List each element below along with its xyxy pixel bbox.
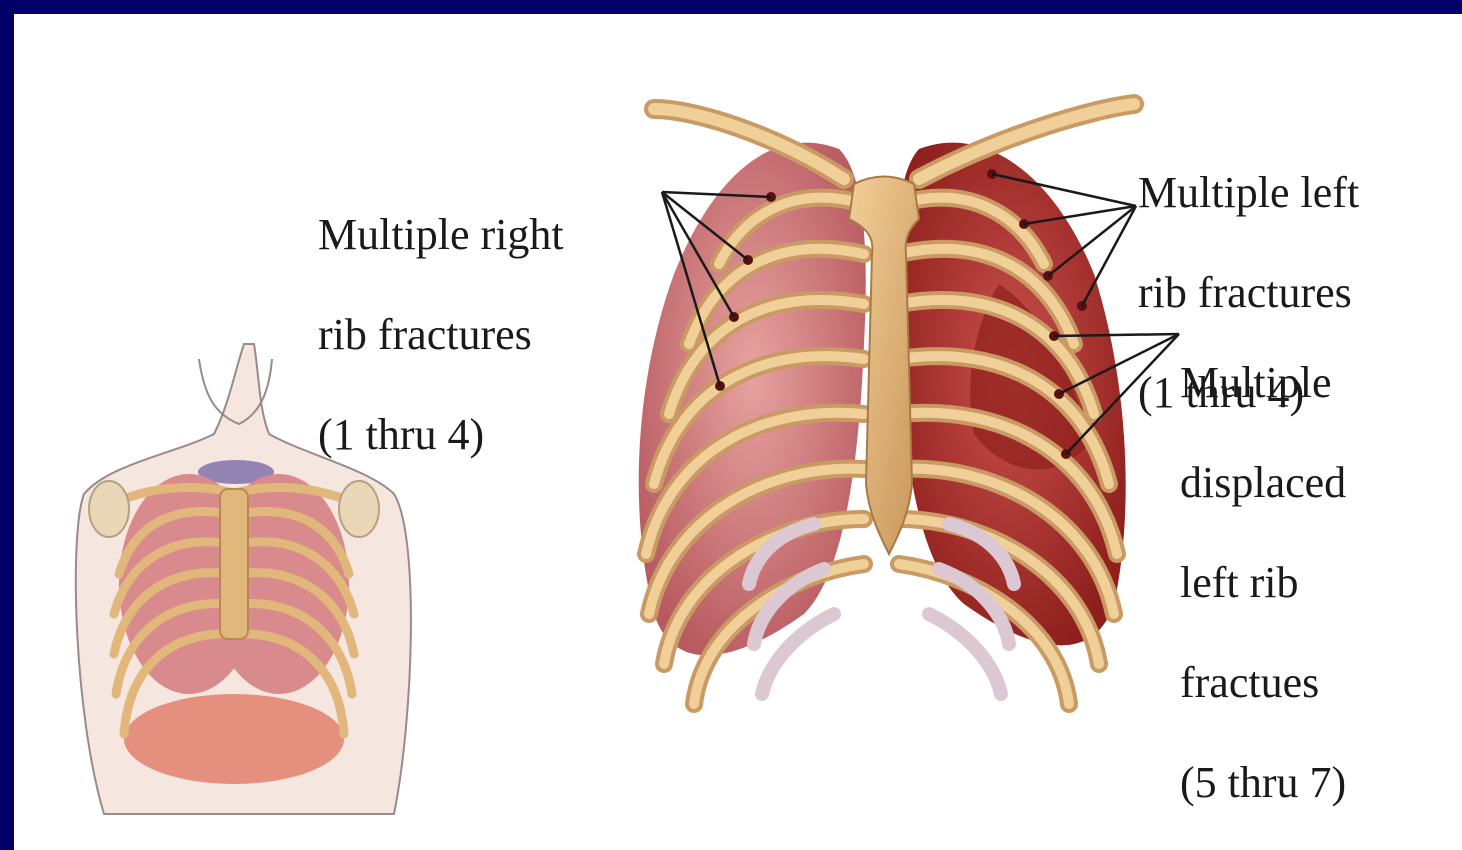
label-right-line-2: rib fractures — [318, 310, 564, 360]
label-displaced-line-2: displaced — [1180, 458, 1346, 508]
rib-cage-closeup — [639, 104, 1179, 704]
label-right-rib-fractures: Multiple right rib fractures (1 thru 4) — [318, 160, 564, 510]
label-displaced-line-4: fractues — [1180, 658, 1346, 708]
illustration-panel: Multiple right rib fractures (1 thru 4) … — [14, 14, 1462, 850]
label-displaced-line-3: left rib — [1180, 558, 1346, 608]
label-displaced-line-1: Multiple — [1180, 358, 1346, 408]
label-right-line-3: (1 thru 4) — [318, 410, 564, 460]
label-left-line-1: Multiple left — [1138, 168, 1359, 218]
label-right-line-1: Multiple right — [318, 210, 564, 260]
label-displaced-line-5: (5 thru 7) — [1180, 758, 1346, 808]
label-displaced-left-rib-fractures: Multiple displaced left rib fractues (5 … — [1180, 308, 1346, 850]
